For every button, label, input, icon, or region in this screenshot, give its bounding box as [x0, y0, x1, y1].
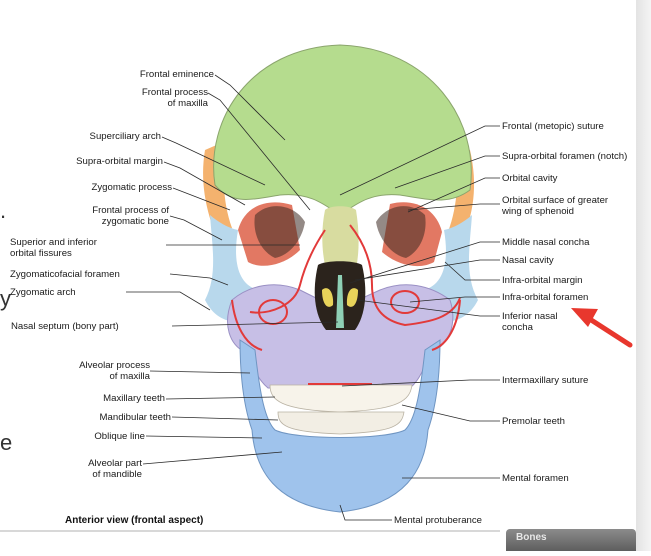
label-mandibular-teeth: Mandibular teeth: [100, 412, 171, 423]
label-nasal-cavity: Nasal cavity: [502, 255, 554, 266]
red-arrow-icon: [582, 313, 633, 348]
side-text-1: .: [0, 198, 6, 223]
annotation-left-outline: [249, 229, 326, 314]
label-alveolar-part-2: of mandible: [92, 469, 142, 480]
label-mental-protuberance: Mental protuberance: [394, 515, 482, 526]
maxillary-teeth: [269, 384, 413, 413]
annotation-infraorbital-right: [390, 290, 420, 314]
side-text-3: e: [0, 430, 12, 455]
bones-tab[interactable]: Bones: [506, 529, 636, 551]
bottom-divider: [0, 530, 500, 532]
temporal-region-left: [203, 140, 232, 240]
label-alveolar-process-2: of maxilla: [109, 371, 150, 382]
annotation-left-lower: [231, 299, 263, 351]
labels-left: Frontal eminence Frontal process of maxi…: [10, 69, 214, 480]
label-infra-orbital-foramen: Infra-orbital foramen: [502, 292, 588, 303]
side-text-2: y: [0, 286, 11, 311]
right-panel-edge: [636, 0, 651, 551]
label-frontal-eminence: Frontal eminence: [140, 69, 214, 80]
label-premolar-teeth: Premolar teeth: [502, 416, 565, 427]
orbit-right-shadow: [376, 206, 426, 258]
nasal-concha-left: [322, 288, 334, 307]
labels-right: Frontal (metopic) suture Supra-orbital f…: [394, 121, 627, 526]
label-zygomatic-arch: Zygomatic arch: [10, 287, 76, 298]
figure-caption: Anterior view (frontal aspect): [65, 515, 203, 526]
label-orbital-cavity: Orbital cavity: [502, 173, 558, 184]
label-supra-orbital-foramen: Supra-orbital foramen (notch): [502, 151, 627, 162]
red-arrow-head-icon: [571, 308, 598, 327]
label-orbital-fissures-1: Superior and inferior: [10, 237, 98, 248]
leader-lines-right: [339, 125, 500, 521]
mandibular-teeth: [277, 411, 405, 435]
annotation-infraorbital-left: [258, 299, 288, 325]
label-middle-nasal-concha: Middle nasal concha: [502, 237, 590, 248]
label-inferior-nasal-concha-2: concha: [502, 322, 534, 333]
label-zygomaticofacial-foramen: Zygomaticofacial foramen: [10, 269, 120, 280]
label-frontal-process-zygomatic-2: zygomatic bone: [102, 216, 169, 227]
label-inferior-nasal-concha-1: Inferior nasal: [502, 311, 557, 322]
label-orbital-surface-2: wing of sphenoid: [501, 206, 574, 217]
label-maxillary-teeth: Maxillary teeth: [103, 393, 165, 404]
nasal-concha-right: [346, 288, 358, 307]
frontal-bone: [213, 44, 472, 216]
label-orbital-surface-1: Orbital surface of greater: [502, 195, 609, 206]
label-alveolar-part-1: Alveolar part: [88, 458, 142, 469]
label-mental-foramen: Mental foramen: [502, 473, 569, 484]
label-frontal-suture: Frontal (metopic) suture: [502, 121, 604, 132]
label-frontal-process-maxilla-1: Frontal process: [142, 87, 208, 98]
label-alveolar-process-1: Alveolar process: [79, 360, 150, 371]
label-oblique-line: Oblique line: [94, 431, 145, 442]
label-intermaxillary-suture: Intermaxillary suture: [502, 375, 588, 386]
label-supra-orbital-margin: Supra-orbital margin: [76, 156, 163, 167]
nasal-septum: [336, 275, 344, 328]
label-infra-orbital-margin: Infra-orbital margin: [502, 275, 583, 286]
label-nasal-septum: Nasal septum (bony part): [11, 321, 119, 332]
annotation-nasal-outline: [349, 224, 461, 327]
label-orbital-fissures-2: orbital fissures: [10, 248, 72, 259]
annotation-right-lower: [431, 299, 461, 351]
leader-lines-left: [126, 74, 339, 465]
mandible: [239, 339, 441, 513]
label-frontal-process-zygomatic-1: Frontal process of: [92, 205, 169, 216]
label-superciliary-arch: Superciliary arch: [90, 131, 161, 142]
label-frontal-process-maxilla-2: of maxilla: [167, 98, 208, 109]
label-zygomatic-process: Zygomatic process: [91, 182, 172, 193]
